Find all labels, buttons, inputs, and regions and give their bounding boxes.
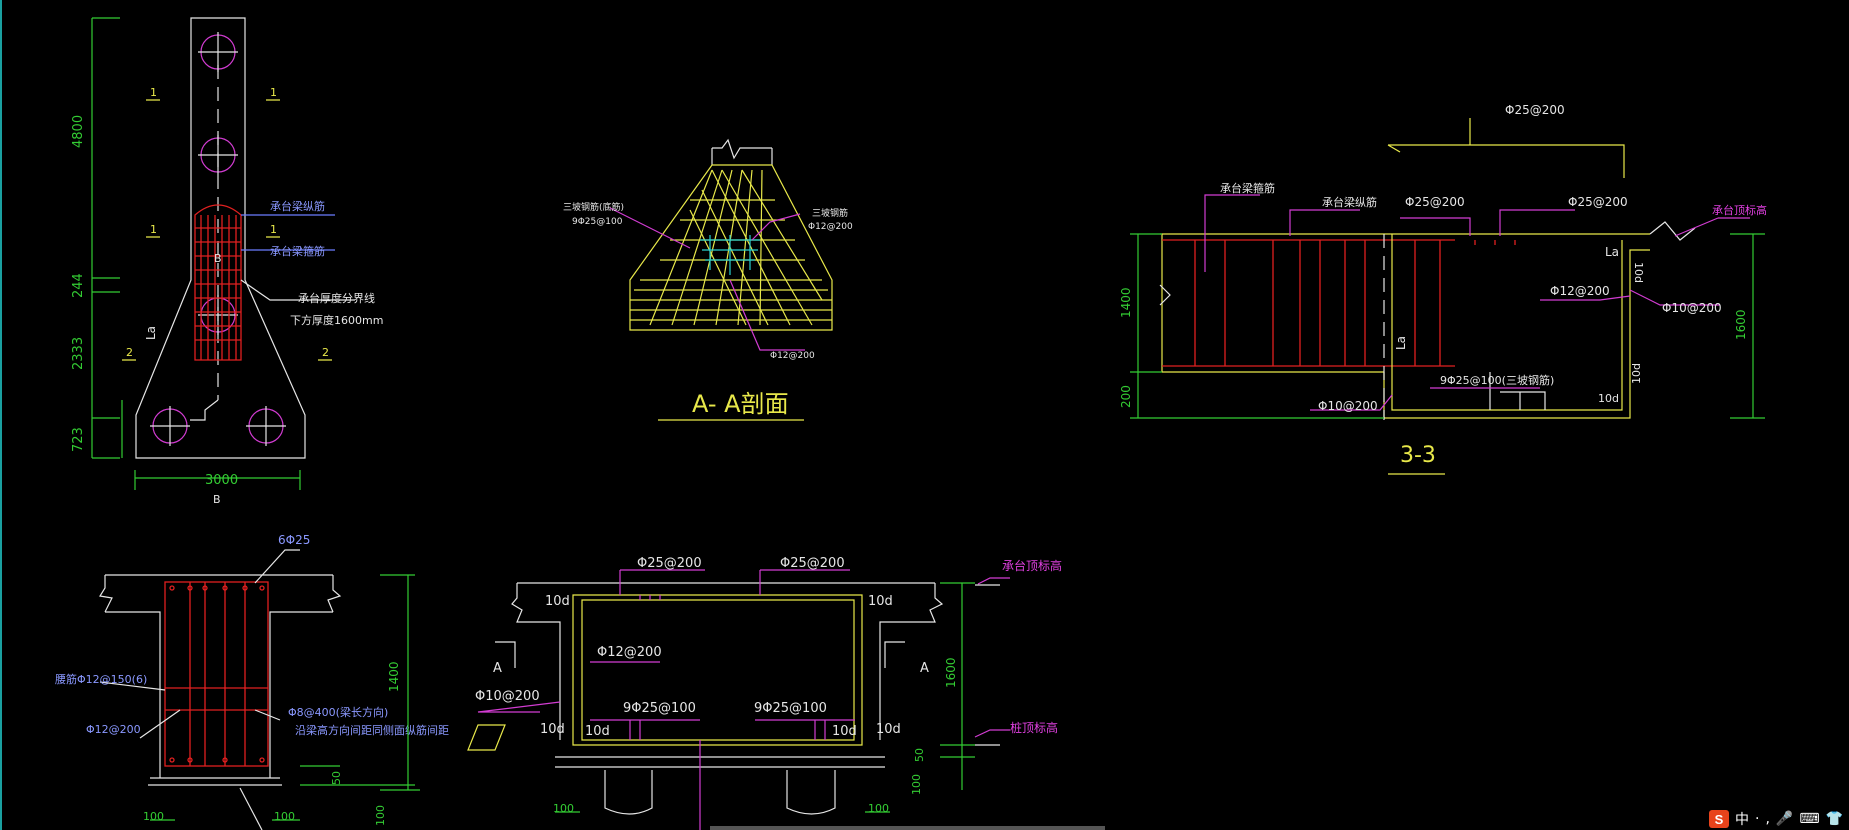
plan-mark-2a: 2 bbox=[126, 346, 133, 359]
plan-mark-2b: 2 bbox=[322, 346, 329, 359]
bs-elev-top: 承台顶标高 bbox=[1002, 558, 1062, 573]
plan-dim-4800: 4800 bbox=[71, 115, 86, 148]
aa-note-right-2: Φ12@200 bbox=[808, 222, 853, 232]
s33-dim-1600: 1600 bbox=[1734, 309, 1748, 340]
horizontal-scrollbar[interactable] bbox=[710, 826, 1105, 830]
plan-mark-1a: 1 bbox=[150, 86, 157, 99]
beam-right-1: Φ8@400(梁长方向) bbox=[288, 705, 388, 719]
bs-mark-a-left: A bbox=[493, 661, 502, 676]
bs-bottom-1: 9Φ25@100 bbox=[623, 701, 696, 716]
system-tray: S 中 · , 🎤 ⌨ 👕 bbox=[1703, 808, 1849, 830]
comma-icon[interactable]: , bbox=[1765, 811, 1770, 827]
aa-title: A- A剖面 bbox=[692, 390, 789, 418]
beam-section: 6Φ25 腰筋Φ12@150(6) Φ12@200 Φ8@400(梁长方向) 沿… bbox=[55, 533, 449, 830]
s33-phi10-right: Φ10@200 bbox=[1662, 301, 1722, 315]
s33-top-rebar: Φ25@200 bbox=[1505, 103, 1565, 117]
s33-label-3: Φ25@200 bbox=[1405, 195, 1465, 209]
aa-note-right-1: 三坡钢筋 bbox=[812, 207, 848, 219]
plan-dim-3000: 3000 bbox=[205, 473, 238, 488]
plan-dim-723: 723 bbox=[71, 427, 86, 452]
s33-title: 3-3 bbox=[1400, 443, 1436, 468]
aa-note-left-2: 9Φ25@100 bbox=[572, 217, 623, 227]
bs-10d-2: 10d bbox=[868, 594, 893, 609]
s33-10d-2: 10d bbox=[1598, 392, 1619, 405]
s33-elev-label: 承台顶标高 bbox=[1712, 203, 1767, 217]
s33-la-mid: La bbox=[1394, 336, 1408, 350]
bs-dim-100-a: 100 bbox=[553, 802, 574, 815]
s33-phi10-left: Φ10@200 bbox=[1318, 399, 1378, 413]
beam-dim-1400: 1400 bbox=[387, 661, 401, 692]
plan-note-thickness-line: 承台厚度分界线 bbox=[298, 291, 375, 305]
s33-10d-3: 10d bbox=[1630, 363, 1643, 384]
ime-mode-label[interactable]: 中 bbox=[1735, 812, 1749, 828]
bs-10d-3: 10d bbox=[540, 722, 565, 737]
s33-label-4: Φ25@200 bbox=[1568, 195, 1628, 209]
bs-phi10: Φ10@200 bbox=[475, 689, 540, 704]
bs-phi12: Φ12@200 bbox=[597, 645, 662, 660]
aa-note-bottom: Φ12@200 bbox=[770, 351, 815, 361]
s33-label-stirrup: 承台梁箍筋 bbox=[1220, 181, 1275, 195]
plan-mark-1c: 1 bbox=[150, 223, 157, 236]
plan-grid-b-mid: B bbox=[214, 252, 222, 265]
s33-10d-1: 10d bbox=[1632, 262, 1645, 283]
plan-grid-b: B bbox=[213, 493, 221, 506]
bs-10d-4: 10d bbox=[585, 724, 610, 739]
beam-dim-100-c: 100 bbox=[374, 805, 387, 826]
s33-bottom-rebar: 9Φ25@100(三坡钢筋) bbox=[1440, 373, 1554, 387]
bs-10d-6: 10d bbox=[876, 722, 901, 737]
plan-mark-1d: 1 bbox=[270, 223, 277, 236]
mic-icon[interactable]: 🎤 bbox=[1775, 811, 1794, 827]
s33-phi12: Φ12@200 bbox=[1550, 284, 1610, 298]
keyboard-icon[interactable]: ⌨ bbox=[1799, 811, 1820, 827]
beam-dim-50: 50 bbox=[330, 771, 343, 785]
s33-la-top: La bbox=[1605, 245, 1619, 259]
plan-note-thickness-below: 下方厚度1600mm bbox=[290, 313, 383, 327]
bs-mark-a-right: A bbox=[920, 661, 929, 676]
bs-dim-100-c: 100 bbox=[910, 774, 923, 795]
bs-rebar-1: Φ25@200 bbox=[637, 556, 702, 571]
window-left-edge bbox=[0, 0, 2, 830]
s33-dim-200: 200 bbox=[1119, 385, 1133, 408]
plan-view: 4800 244 2333 723 3000 B B La 1 1 1 1 2 … bbox=[71, 17, 383, 506]
bs-10d-1: 10d bbox=[545, 594, 570, 609]
bs-rebar-2: Φ25@200 bbox=[780, 556, 845, 571]
beam-dim-100-b: 100 bbox=[274, 810, 295, 823]
plan-mark-1b: 1 bbox=[270, 86, 277, 99]
s33-dim-1400: 1400 bbox=[1119, 287, 1133, 318]
plan-note-beam-long: 承台梁纵筋 bbox=[270, 199, 325, 213]
bs-dim-100-b: 100 bbox=[868, 802, 889, 815]
bs-elev-pile: 桩顶标高 bbox=[1010, 720, 1058, 735]
s33-label-long: 承台梁纵筋 bbox=[1322, 195, 1377, 209]
beam-left-1: 腰筋Φ12@150(6) bbox=[55, 672, 147, 686]
beam-right-2: 沿梁高方向间距同侧面纵筋间距 bbox=[295, 723, 449, 737]
section-33: Φ25@200 承台梁箍筋 承台梁纵筋 Φ25@200 Φ25@200 承台顶标… bbox=[1119, 103, 1767, 475]
bs-dim-1600: 1600 bbox=[944, 657, 958, 688]
bs-dim-50: 50 bbox=[913, 748, 926, 762]
punctuation-icon[interactable]: · bbox=[1755, 811, 1760, 827]
beam-top-rebar: 6Φ25 bbox=[278, 533, 310, 547]
bs-10d-5: 10d bbox=[832, 724, 857, 739]
plan-la: La bbox=[144, 326, 158, 340]
beam-left-2: Φ12@200 bbox=[86, 723, 141, 736]
aa-note-left-1: 三坡钢筋(底筋) bbox=[563, 201, 624, 213]
bs-bottom-2: 9Φ25@100 bbox=[754, 701, 827, 716]
plan-dim-2333: 2333 bbox=[71, 337, 86, 370]
ime-logo-icon[interactable]: S bbox=[1709, 810, 1729, 828]
beam-dim-100-a: 100 bbox=[143, 810, 164, 823]
shirt-icon[interactable]: 👕 bbox=[1825, 811, 1843, 827]
plan-dim-244: 244 bbox=[71, 273, 86, 298]
section-aa: 三坡钢筋(底筋) 9Φ25@100 三坡钢筋 Φ12@200 Φ12@200 A… bbox=[563, 138, 853, 421]
plan-note-beam-stirrup: 承台梁箍筋 bbox=[270, 244, 325, 258]
bottom-section: Φ25@200 Φ25@200 承台顶标高 桩顶标高 10d 10d 10d 1… bbox=[467, 556, 1062, 830]
